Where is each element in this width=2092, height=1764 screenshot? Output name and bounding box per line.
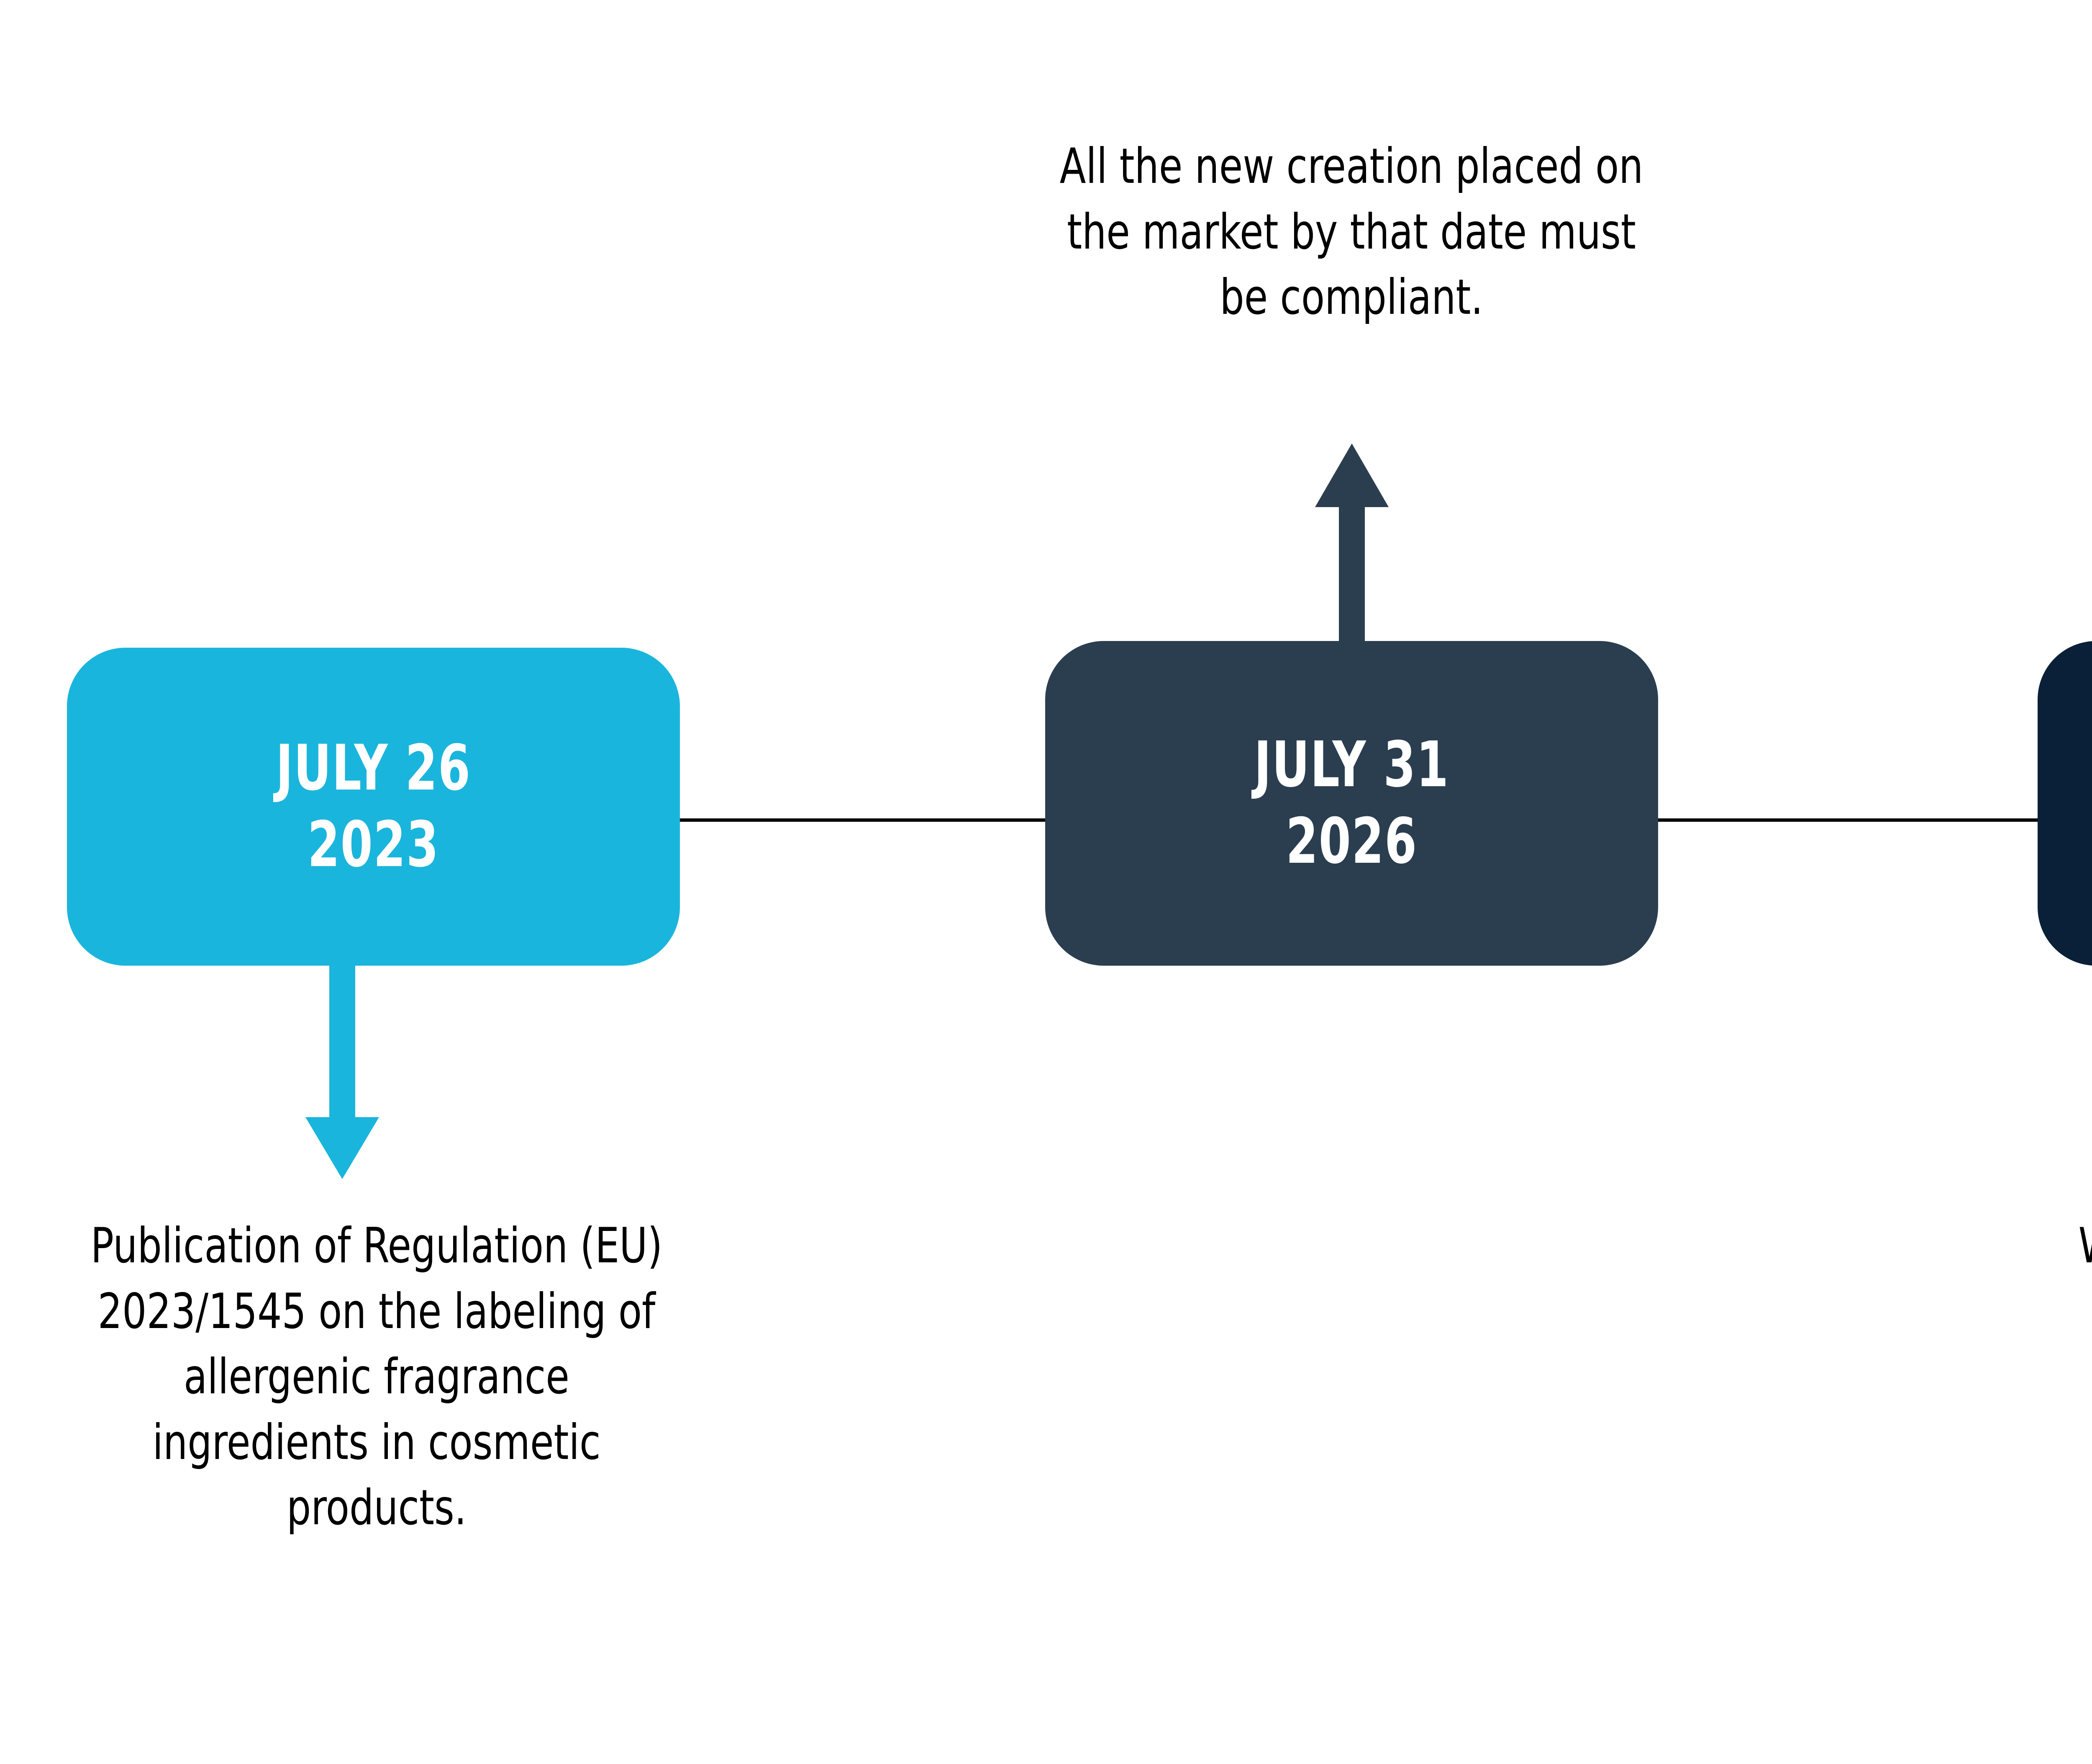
milestone-box-2028[interactable]: JULY 31 2028 [2038,641,2092,966]
milestone-2028-caption: Withdrawal from the market of non-compli… [2056,1213,2092,1344]
arrow-head [1315,444,1389,507]
milestone-month-day: JULY 31 [1254,728,1449,801]
milestone-box-2026[interactable]: JULY 31 2026 [1045,641,1658,966]
arrow-head [305,1117,379,1179]
milestone-box-2023[interactable]: JULY 26 2023 [67,648,680,966]
connector-line-segment-1 [680,818,1045,822]
arrow-shaft [329,958,355,1117]
milestone-2026-caption: All the new creation placed on the marke… [1059,138,1643,326]
milestone-year: 2026 [1286,805,1418,878]
milestone-year: 2023 [308,808,439,881]
arrow-up-icon [1285,444,1419,647]
connector-line-segment-2 [1658,818,2038,822]
milestone-date-2023: JULY 26 2023 [276,730,471,883]
arrow-shaft [1339,506,1365,647]
milestone-month-day: JULY 26 [276,732,471,805]
arrow-down-icon [275,958,409,1180]
milestone-date-2026: JULY 31 2026 [1254,727,1449,880]
milestone-2023-caption: Publication of Regulation (EU) 2023/1545… [90,1218,663,1536]
